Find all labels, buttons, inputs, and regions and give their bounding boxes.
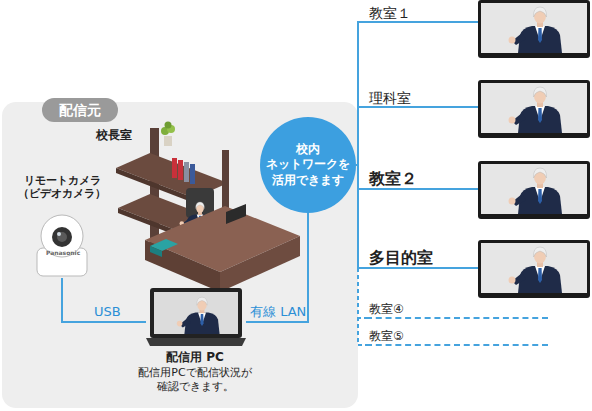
room-name: 教室④ — [369, 303, 548, 317]
note-text: 配信用PCで配信状況が 確認できます。 — [128, 366, 262, 392]
camera-lens-glint — [57, 232, 61, 236]
room-name: 理科室 — [369, 90, 478, 106]
camera-symbol — [35, 212, 89, 278]
camera-lens-inner — [57, 232, 67, 242]
figure-neck — [537, 262, 543, 267]
room-label: 教室１ — [366, 2, 478, 23]
tv-monitor — [478, 80, 590, 138]
figure-hand — [509, 117, 516, 124]
figure-head — [534, 89, 546, 104]
presenter-figure — [509, 247, 563, 293]
presenter-figure — [509, 168, 563, 214]
room-label: 多目的室 — [366, 244, 478, 269]
tv-screen — [481, 3, 587, 53]
figure-arm — [512, 113, 526, 125]
brand-mark: Panasonic — [46, 249, 80, 256]
tv-frame — [478, 80, 590, 138]
pc-device: 配信用 PC 配信用PCで配信状況が 確認できます。 — [128, 288, 262, 400]
figure-suit — [518, 26, 562, 53]
room-label: 教室④ — [366, 300, 548, 319]
figure-tie — [538, 189, 542, 204]
figure-hand — [509, 277, 516, 284]
tv-frame — [478, 0, 590, 58]
network-circle: 校内 ネットワークを 活用できます — [260, 117, 356, 213]
network-caption: 校内 ネットワークを 活用できます — [260, 117, 356, 213]
figure-arm — [512, 194, 526, 206]
device-label: 配信用 PC — [128, 350, 262, 364]
laptop-screen — [154, 292, 238, 334]
figure-neck — [537, 102, 543, 107]
figure-shirt — [535, 106, 545, 121]
tv-screen — [481, 83, 587, 133]
figure-suit — [518, 266, 562, 293]
presenter-figure — [509, 87, 563, 133]
laptop-base — [146, 338, 246, 346]
room-label: 理科室 — [366, 86, 478, 108]
tv-monitor — [478, 0, 590, 58]
room-name: 多目的室 — [369, 249, 478, 267]
figure-head — [534, 170, 546, 185]
camera-dome — [41, 215, 83, 257]
figure-tie — [538, 28, 542, 43]
presenter-figure — [177, 297, 220, 334]
room-name: 教室１ — [369, 5, 478, 21]
tv-frame — [478, 161, 590, 219]
room-name: 校長室 — [96, 128, 132, 142]
figure-hair — [197, 297, 207, 305]
laptop-symbol — [146, 288, 246, 346]
camera-device: リモートカメラ （ビデオカメラ） — [12, 174, 112, 278]
room-name: 教室⑤ — [369, 330, 548, 344]
figure-hair — [533, 7, 546, 17]
figure-suit — [518, 106, 562, 133]
network-circle-fill — [260, 117, 356, 213]
room-label: 教室２ — [366, 165, 478, 190]
figure-hair — [533, 247, 546, 257]
laptop-frame — [150, 288, 242, 338]
figure-head — [534, 249, 546, 264]
figure-neck — [537, 22, 543, 27]
figure-neck — [537, 183, 543, 188]
tv-screen — [481, 243, 587, 293]
camera-caption: リモートカメラ （ビデオカメラ） — [12, 174, 112, 200]
figure-tie — [200, 314, 203, 326]
figure-head — [534, 9, 546, 24]
figure-arm — [512, 33, 526, 45]
room-name: 教室２ — [369, 170, 478, 188]
figure-tie — [538, 268, 542, 283]
figure-hand — [509, 37, 516, 44]
figure-shirt — [535, 187, 545, 202]
network-text: 校内 ネットワークを 活用できます — [263, 142, 353, 189]
camera-lens — [52, 227, 72, 247]
device-label: リモートカメラ （ビデオカメラ） — [12, 174, 112, 200]
presenter-figure — [509, 7, 563, 53]
figure-hair — [533, 168, 546, 178]
figure-hand — [177, 321, 183, 327]
figure-shirt — [535, 266, 545, 281]
figure-hair — [533, 87, 546, 97]
tv-screen — [481, 164, 587, 214]
figure-hand — [509, 198, 516, 205]
figure-shirt — [535, 26, 545, 41]
panel-tab: 配信元 — [42, 98, 118, 122]
room-label: 教室⑤ — [366, 327, 548, 346]
pc-caption: 配信用 PC 配信用PCで配信状況が 確認できます。 — [128, 350, 262, 393]
camera-base — [37, 248, 87, 276]
cable-label: USB — [94, 304, 121, 320]
tv-frame — [478, 240, 590, 298]
figure-suit — [518, 187, 562, 214]
figure-arm — [512, 273, 526, 285]
tv-monitor — [478, 240, 590, 298]
display-screens — [478, 0, 590, 298]
cable-label: 有線 LAN — [250, 304, 306, 320]
figure-tie — [538, 108, 542, 123]
tv-monitor — [478, 161, 590, 219]
